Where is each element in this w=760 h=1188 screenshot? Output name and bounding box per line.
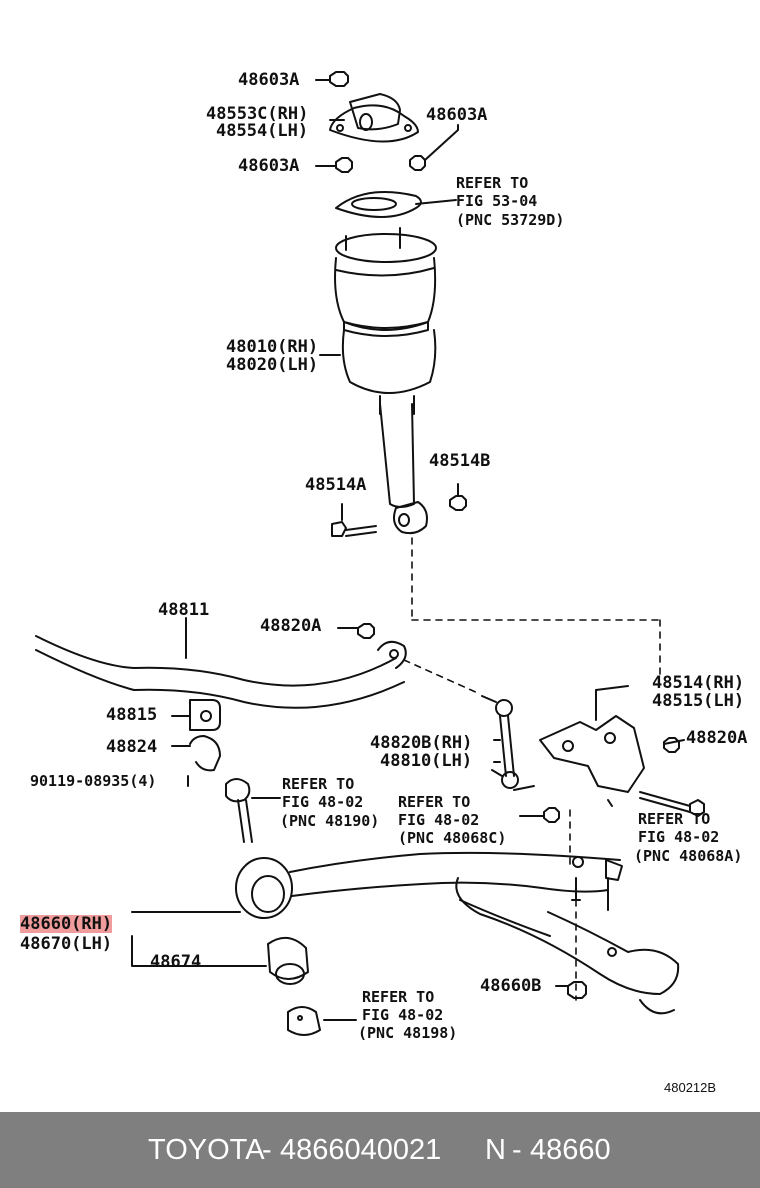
nut-48660b xyxy=(555,981,587,999)
label-48660b: 48660B xyxy=(480,976,542,996)
label-48670: 48670(LH) xyxy=(20,934,113,954)
footer-separator-2: - xyxy=(512,1134,522,1166)
bracket-48824 xyxy=(171,735,221,772)
bushing-48815 xyxy=(171,699,221,731)
label-90119: 90119-08935(4) xyxy=(30,772,157,790)
label-48820b: 48820B(RH) xyxy=(370,733,473,753)
footer-part-number: 4866040021 xyxy=(280,1134,442,1166)
label-48603a-left: 48603A xyxy=(238,156,300,176)
label-48810: 48810(LH) xyxy=(380,751,473,771)
nut-48603a-right xyxy=(409,124,459,171)
label-48010: 48010(RH) xyxy=(226,337,319,357)
label-48811: 48811 xyxy=(158,600,210,620)
label-48515-lh: 48515(LH) xyxy=(652,691,745,711)
nut-48820a-right xyxy=(663,737,685,753)
bolt-48068a xyxy=(639,791,705,817)
ref-48198-line3: (PNC 48198) xyxy=(358,1024,458,1042)
ref-48068c-line1: REFER TO xyxy=(398,793,471,811)
nut-48603a-left xyxy=(315,157,353,173)
label-48514a: 48514A xyxy=(305,475,367,495)
bushing-48198 xyxy=(287,1006,357,1036)
mount-48553c xyxy=(329,93,419,143)
ref-48068c-line2: FIG 48-02 xyxy=(398,811,480,829)
label-48554: 48554(LH) xyxy=(216,121,309,141)
label-48824: 48824 xyxy=(106,737,158,757)
label-48553c: 48553C(RH) xyxy=(206,104,309,124)
knuckle xyxy=(455,877,680,1015)
ref-48198-line2: FIG 48-02 xyxy=(362,1006,444,1024)
ref-53-04-line2: FIG 53-04 xyxy=(456,192,538,210)
air-spring-48010 xyxy=(319,227,437,535)
arm-48660 xyxy=(131,851,623,919)
ref-53-04-line3: (PNC 53729D) xyxy=(456,211,565,229)
bolt-48190 xyxy=(225,778,281,843)
nut-48068c xyxy=(519,807,560,823)
nut-48603a-top xyxy=(315,71,349,87)
label-48660-highlighted[interactable]: 48660(RH) xyxy=(20,914,113,934)
ref-48190-line1: REFER TO xyxy=(282,775,355,793)
label-48603a-right: 48603A xyxy=(426,105,488,125)
bolt-48514a xyxy=(331,503,377,537)
parts-diagram xyxy=(35,71,705,1036)
ref-48190-line2: FIG 48-02 xyxy=(282,793,364,811)
bushing-48674 xyxy=(131,935,309,985)
footer-brand: TOYOTA xyxy=(148,1134,265,1166)
label-48815: 48815 xyxy=(106,705,158,725)
label-48514-rh: 48514(RH) xyxy=(652,673,745,693)
ref-48068c-line3: (PNC 48068C) xyxy=(398,829,507,847)
ref-48190-line3: (PNC 48190) xyxy=(280,812,380,830)
ref-53-04-line1: REFER TO xyxy=(456,174,529,192)
diagram-code: 480212B xyxy=(664,1080,717,1095)
footer-bar: TOYOTA - 4866040021 N - 48660 xyxy=(0,1112,760,1188)
nut-48514b xyxy=(449,483,467,511)
ref-48068a-line1: REFER TO xyxy=(638,810,711,828)
footer-pnc: 48660 xyxy=(530,1134,611,1166)
label-48603a-top: 48603A xyxy=(238,70,300,90)
nut-48820a-top xyxy=(337,623,375,639)
label-48674: 48674 xyxy=(150,952,202,972)
link-48820b xyxy=(481,695,535,791)
bracket-48514 xyxy=(539,685,645,807)
ref-48068a-line2: FIG 48-02 xyxy=(638,828,720,846)
footer-separator: - xyxy=(262,1134,272,1166)
ref-48198-line1: REFER TO xyxy=(362,988,435,1006)
ref-48068a-line3: (PNC 48068A) xyxy=(634,847,743,865)
gasket xyxy=(335,191,457,218)
label-48020: 48020(LH) xyxy=(226,355,319,375)
label-48514b: 48514B xyxy=(429,451,491,471)
footer-n-label: N xyxy=(485,1134,506,1166)
label-48820a-right: 48820A xyxy=(686,728,748,748)
label-48820a-top: 48820A xyxy=(260,616,322,636)
stabilizer-bar-48811 xyxy=(35,617,407,709)
